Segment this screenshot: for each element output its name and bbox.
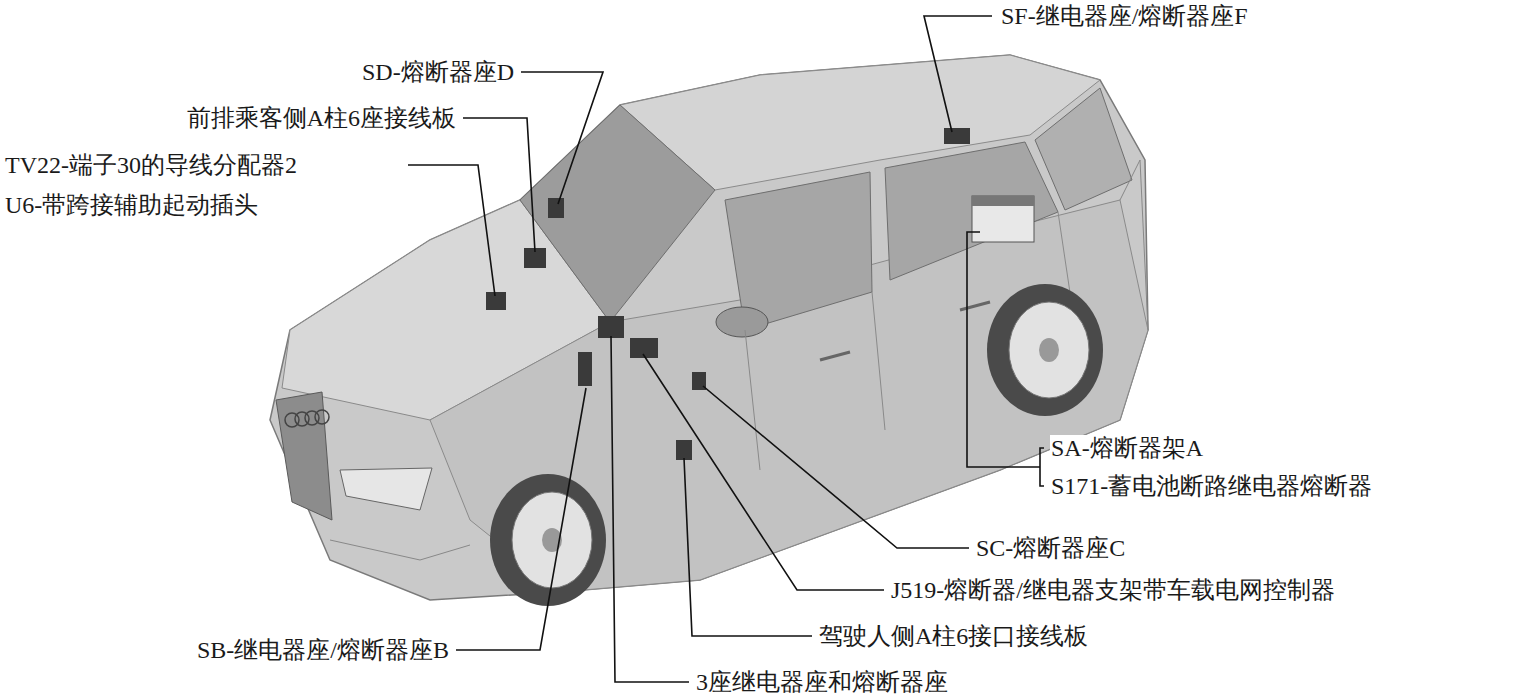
car-details xyxy=(340,468,432,510)
callout-label: 前排乘客侧A柱6座接线板 xyxy=(186,105,457,131)
car-windows xyxy=(885,142,1058,280)
leader-lines xyxy=(1040,448,1044,486)
car-body xyxy=(270,55,1148,600)
leader-lines xyxy=(643,354,884,590)
car-body xyxy=(270,55,1148,600)
car-windows xyxy=(725,172,872,330)
car-windows xyxy=(1035,88,1132,210)
callout-label: SF-继电器座/熔断器座F xyxy=(1000,3,1249,29)
leader-lines xyxy=(924,16,992,132)
wheels xyxy=(490,474,606,606)
callout-label: SC-熔断器座C xyxy=(975,535,1126,561)
car-details xyxy=(276,160,1148,560)
component-markers xyxy=(486,128,1034,460)
car-details xyxy=(820,302,990,360)
wheels xyxy=(987,284,1103,416)
component-markers xyxy=(944,128,970,144)
car-windows xyxy=(520,105,715,322)
component-markers xyxy=(486,292,506,310)
leader-lines xyxy=(611,336,689,682)
car-details xyxy=(315,410,329,424)
leader-lines xyxy=(456,388,586,650)
leader-lines xyxy=(703,386,969,548)
callout-label: TV22-端子30的导线分配器2 xyxy=(4,152,298,178)
wheels xyxy=(512,492,592,588)
car-details xyxy=(716,307,768,337)
component-markers xyxy=(548,198,564,218)
callout-label: 3座继电器座和熔断器座 xyxy=(695,669,949,695)
leader-lines xyxy=(463,118,535,252)
component-markers xyxy=(578,352,592,386)
car-details xyxy=(276,392,332,520)
callout-label: S171-蓄电池断路继电器熔断器 xyxy=(1050,473,1373,499)
callout-label: SD-熔断器座D xyxy=(361,59,515,85)
callout-label: U6-带跨接辅助起动插头 xyxy=(4,192,259,218)
leader-lines xyxy=(967,232,1040,467)
component-markers xyxy=(676,440,692,460)
car-details xyxy=(330,540,470,560)
callout-label: J519-熔断器/继电器支架带车载电网控制器 xyxy=(890,577,1336,603)
wheels xyxy=(1039,338,1059,362)
component-markers xyxy=(972,196,1034,206)
wheels xyxy=(1009,302,1089,398)
leader-lines xyxy=(408,165,495,296)
callout-label: 驾驶人侧A柱6接口接线板 xyxy=(818,623,1089,649)
leader-lines xyxy=(684,458,812,636)
component-markers xyxy=(972,196,1034,242)
car-details xyxy=(1120,160,1148,330)
component-markers xyxy=(598,316,624,338)
callout-label: SB-继电器座/熔断器座B xyxy=(196,637,450,663)
callout-label: SA-熔断器架A xyxy=(1050,435,1204,461)
leader-lines xyxy=(521,72,603,204)
